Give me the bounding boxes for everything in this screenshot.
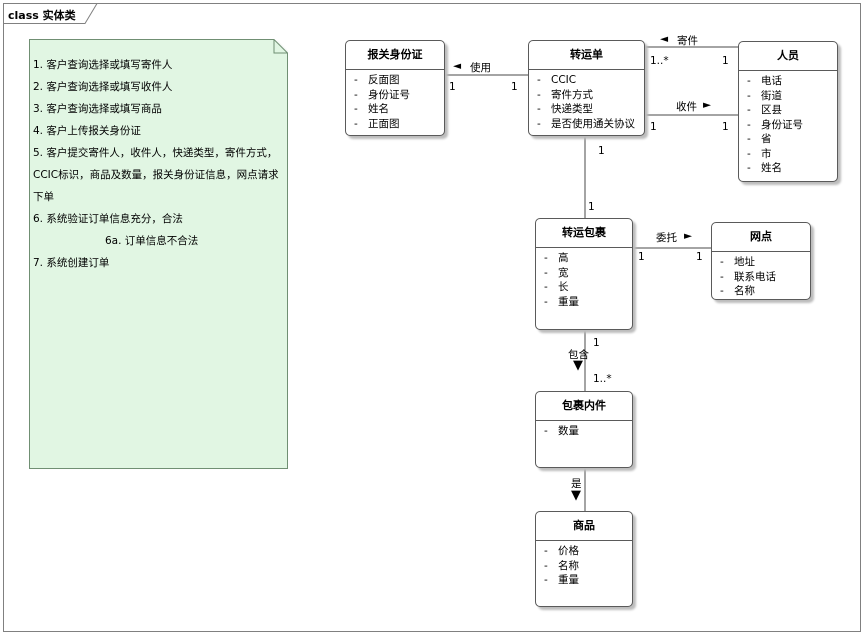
use-label: 使用: [470, 62, 491, 74]
class-goods[interactable]: 商品 价格 名称 重量: [535, 511, 633, 607]
entrust-mult-parcel: 1: [638, 251, 645, 263]
attribute: 身份证号: [739, 118, 837, 133]
class-waybill[interactable]: 转运单 CCIC 寄件方式 快递类型 是否使用通关协议: [528, 40, 645, 136]
send-arrow-icon: ◄: [660, 33, 669, 45]
receive-mult-person: 1: [722, 121, 729, 133]
note-line-6: 6. 系统验证订单信息充分，合法: [33, 213, 183, 225]
attribute: 省: [739, 132, 837, 147]
waybill-parcel-mult-top: 1: [598, 145, 605, 157]
contain-mult-bottom: 1..*: [593, 373, 612, 385]
note-line-4: 4. 客户上传报关身份证: [33, 125, 141, 137]
note-line-3: 3. 客户查询选择或填写商品: [33, 103, 162, 115]
use-arrow-icon: ◄: [453, 60, 462, 72]
attribute: 反面图: [346, 73, 444, 88]
attribute: 是否使用通关协议: [529, 117, 644, 132]
attribute: CCIC: [529, 73, 644, 88]
attribute: 联系电话: [712, 270, 810, 285]
attribute: 宽: [536, 266, 632, 281]
attribute: 重量: [536, 295, 632, 310]
contain-mult-top: 1: [593, 337, 600, 349]
class-name: 包裹内件: [536, 392, 632, 421]
attribute: 正面图: [346, 117, 444, 132]
is-arrow-icon: ▼: [571, 488, 581, 503]
receive-arrow-icon: ►: [703, 99, 712, 111]
attribute: 地址: [712, 255, 810, 270]
use-mult-target: 1: [511, 81, 518, 93]
attribute: 姓名: [346, 102, 444, 117]
waybill-parcel-mult-bottom: 1: [588, 201, 595, 213]
attribute: 身份证号: [346, 88, 444, 103]
send-label: 寄件: [677, 35, 698, 47]
attribute: 快递类型: [529, 102, 644, 117]
frame-title: class 实体类: [8, 9, 76, 22]
class-name: 商品: [536, 512, 632, 541]
diagram-frame: [3, 3, 861, 632]
note-line-5: 5. 客户提交寄件人，收件人，快递类型，寄件方式，CCIC标识，商品及数量，报关…: [33, 147, 279, 203]
attribute: 高: [536, 251, 632, 266]
class-name: 网点: [712, 223, 810, 252]
attribute: 重量: [536, 573, 632, 588]
note-line-7: 7. 系统创建订单: [33, 257, 110, 269]
attribute: 市: [739, 147, 837, 162]
contain-label: 包含: [568, 349, 589, 361]
attribute: 价格: [536, 544, 632, 559]
attribute: 寄件方式: [529, 88, 644, 103]
note-text: 1. 客户查询选择或填写寄件人 2. 客户查询选择或填写收件人 3. 客户查询选…: [33, 54, 283, 274]
note-line-2: 2. 客户查询选择或填写收件人: [33, 81, 173, 93]
receive-mult-waybill: 1: [650, 121, 657, 133]
note-line-1: 1. 客户查询选择或填写寄件人: [33, 59, 173, 71]
class-parcel[interactable]: 转运包裹 高 宽 长 重量: [535, 218, 633, 330]
contain-arrow-icon: ▼: [573, 358, 583, 373]
class-parcel-item[interactable]: 包裹内件 数量: [535, 391, 633, 468]
entrust-label: 委托: [656, 232, 677, 244]
attribute: 街道: [739, 89, 837, 104]
entrust-arrow-icon: ►: [684, 230, 693, 242]
send-mult-waybill: 1..*: [650, 55, 669, 67]
class-name: 转运单: [529, 41, 644, 70]
class-name: 转运包裹: [536, 219, 632, 248]
is-label: 是: [571, 478, 582, 490]
class-name: 人员: [739, 42, 837, 71]
attribute: 名称: [536, 559, 632, 574]
attribute: 长: [536, 280, 632, 295]
class-outlet[interactable]: 网点 地址 联系电话 名称: [711, 222, 811, 300]
class-customs-id[interactable]: 报关身份证 反面图 身份证号 姓名 正面图: [345, 40, 445, 136]
receive-label: 收件: [676, 101, 697, 113]
note-line-6a: 6a. 订单信息不合法: [105, 235, 199, 247]
entrust-mult-outlet: 1: [696, 251, 703, 263]
use-mult-source: 1: [449, 81, 456, 93]
attribute: 区县: [739, 103, 837, 118]
class-person[interactable]: 人员 电话 街道 区县 身份证号 省 市 姓名: [738, 41, 838, 182]
attribute: 名称: [712, 284, 810, 299]
attribute: 电话: [739, 74, 837, 89]
attribute: 姓名: [739, 161, 837, 176]
class-name: 报关身份证: [346, 41, 444, 70]
frame-title-tab: [3, 3, 98, 24]
use-case-note[interactable]: 1. 客户查询选择或填写寄件人 2. 客户查询选择或填写收件人 3. 客户查询选…: [29, 39, 288, 469]
send-mult-person: 1: [722, 55, 729, 67]
attribute: 数量: [536, 424, 632, 439]
